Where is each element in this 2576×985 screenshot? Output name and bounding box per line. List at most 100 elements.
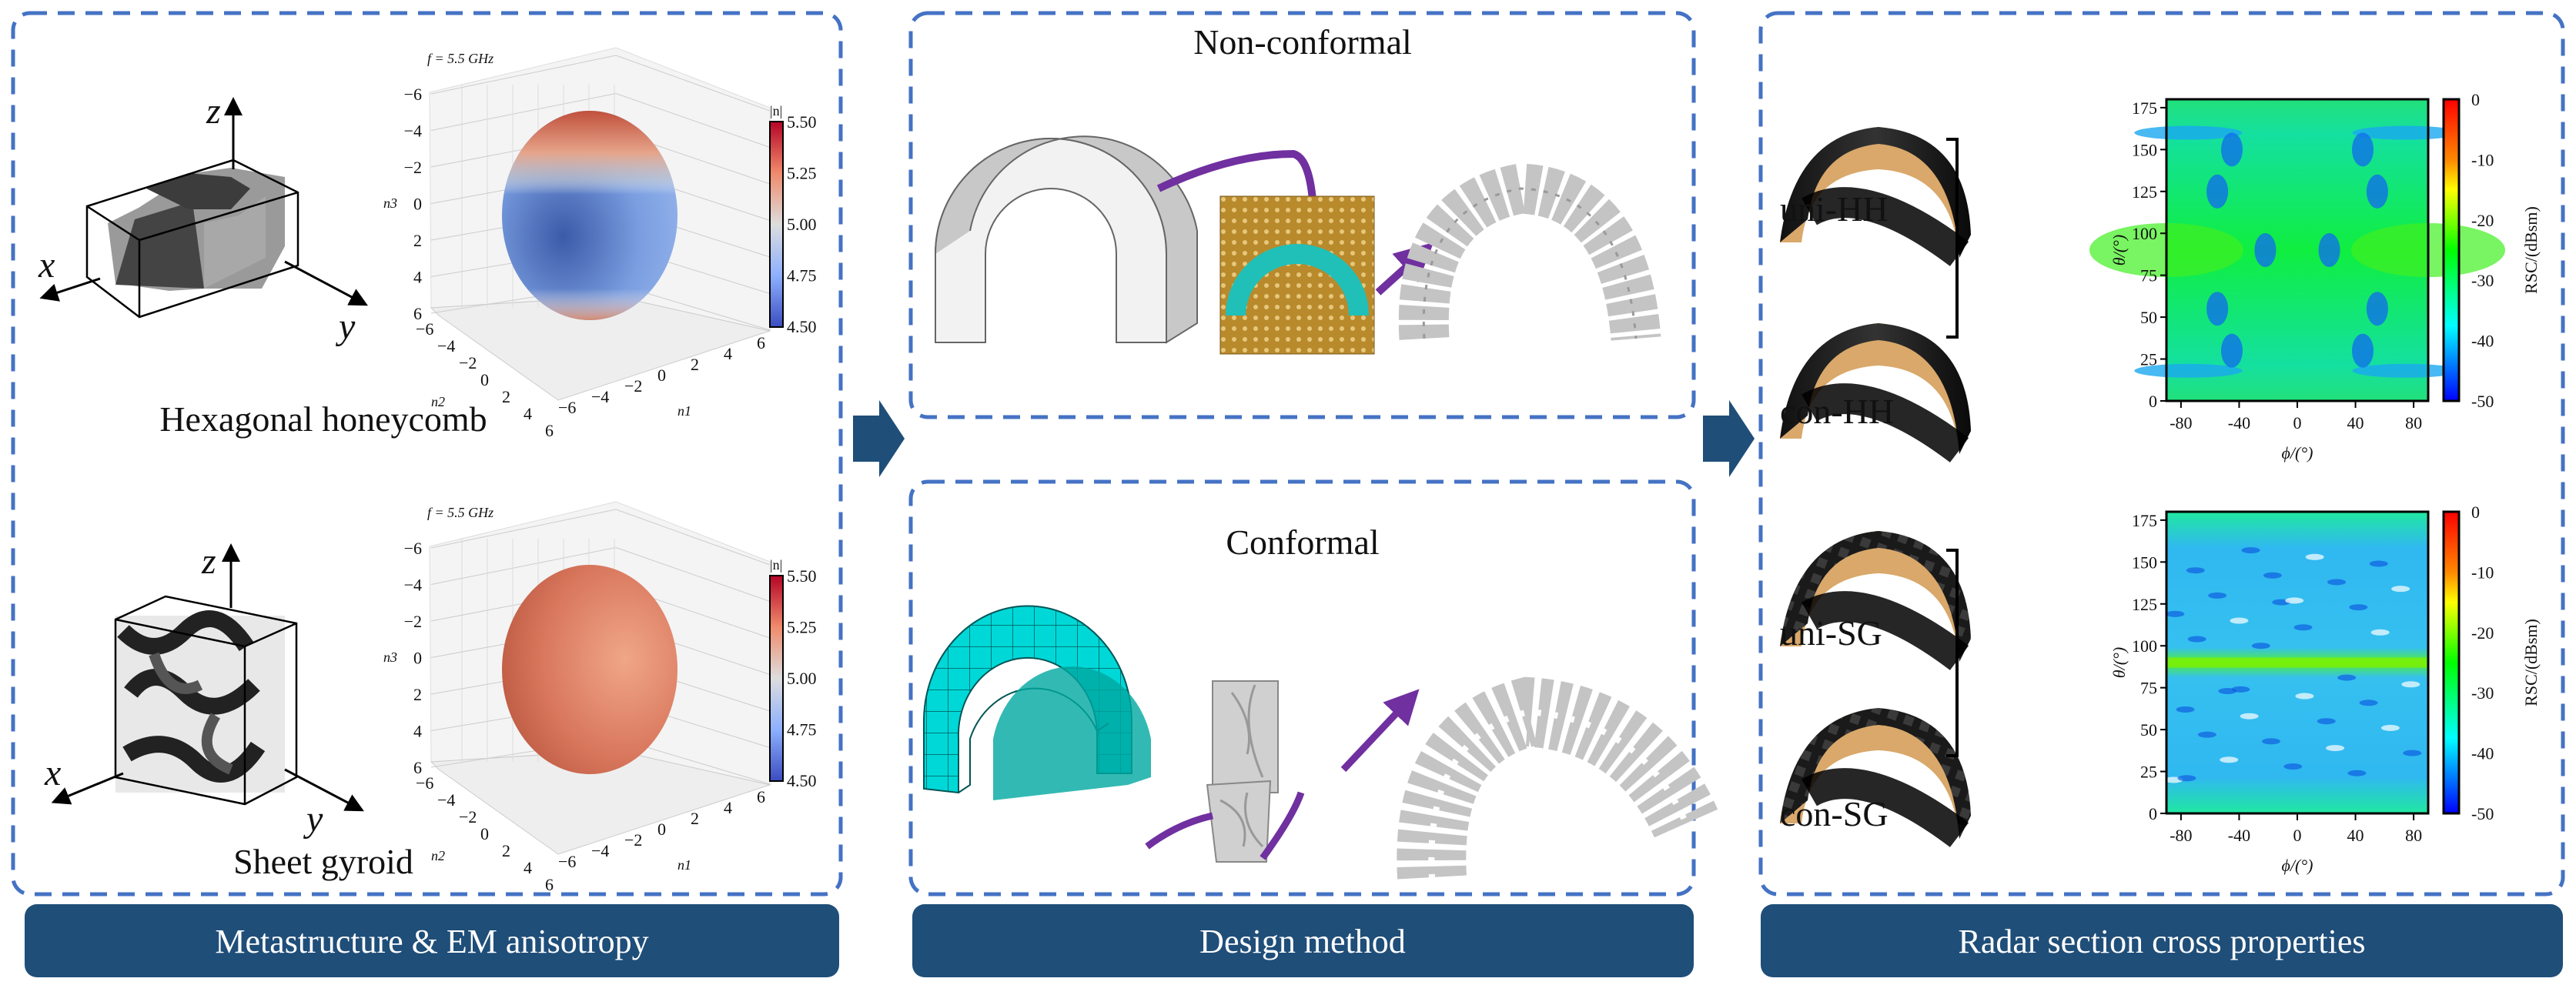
z-tick-label: 2 [413, 685, 422, 704]
colorbar-tick-label: 0 [2471, 503, 2480, 522]
z-axis-label: n3 [383, 649, 397, 665]
axis-z-label: z [206, 91, 221, 132]
colorbar [769, 575, 784, 782]
bracket-sg [1946, 549, 1959, 757]
heatmap-low-spot [2369, 560, 2388, 567]
x-axis-label: ϕ/(°) [2282, 443, 2313, 462]
x-axis-label: n1 [677, 403, 691, 419]
y-tick-label: 6 [545, 421, 554, 440]
heatmap-low-spot [2352, 132, 2374, 167]
axis-z-label: z [201, 541, 216, 582]
panel-right-frame [1758, 11, 2565, 897]
y-tick-label: 100 [2132, 636, 2157, 656]
x-axis-label: ϕ/(°) [2282, 856, 2313, 875]
heatmap-low-spot [2186, 567, 2205, 574]
colorbar-tick-label: 4.75 [787, 266, 817, 285]
colorbar-tick-label: 5.00 [787, 669, 817, 688]
heatmap-low-spot [2197, 731, 2216, 738]
label-bar-right: Radar section cross properties [1761, 904, 2563, 977]
colorbar-tick-label: 5.50 [787, 566, 817, 586]
colorbar-tick-label: 5.25 [787, 164, 817, 183]
colorbar-tick-label: -30 [2471, 271, 2494, 290]
y-tick-label: −4 [437, 336, 455, 356]
heatmap-low-spot [2230, 617, 2249, 624]
y-tick-label: 175 [2132, 511, 2157, 530]
heatmap-low-spot [2401, 681, 2420, 688]
hex-title: Hexagonal honeycomb [159, 399, 487, 439]
y-axis-label: n2 [431, 394, 445, 409]
process-arrow-icon [1260, 791, 1305, 860]
heatmap-low-band [2134, 125, 2243, 140]
heatmap-low-spot [2263, 572, 2282, 579]
y-axis-label: θ/(°) [2109, 647, 2129, 678]
colorbar-tick-label: 5.50 [787, 112, 817, 132]
colorbar-label: RSC/(dBsm) [2521, 619, 2541, 706]
heatmap-low-spot [2391, 586, 2410, 593]
heatmap-low-spot [2295, 693, 2314, 700]
x-tick-label: 80 [2405, 413, 2422, 432]
x-tick-label: -80 [2170, 413, 2192, 432]
z-tick-label: −6 [404, 85, 422, 104]
heatmap-low-spot [2221, 132, 2243, 167]
shell-side [1802, 187, 1969, 266]
y-tick-label: 4 [524, 404, 532, 423]
z-tick-label: 6 [413, 304, 422, 323]
heatmap-low-spot [2380, 724, 2400, 731]
axis-x-label: x [44, 753, 61, 793]
y-tick-label: 125 [2132, 182, 2157, 202]
heatmap-low-spot [2283, 763, 2303, 770]
non-conformal-title: Non-conformal [1193, 22, 1412, 62]
heatmap-specular-band [2166, 657, 2428, 668]
x-tick-label: 6 [757, 333, 765, 352]
sample-label-uni-sg: uni-SG [1780, 613, 1882, 653]
x-tick-label: −2 [624, 376, 642, 396]
y-tick-label: 175 [2132, 98, 2157, 118]
x-axis-label: n1 [677, 857, 691, 873]
heatmap-low-spot [2187, 636, 2206, 643]
shell-renders [1780, 127, 1971, 847]
gyroid-title: Sheet gyroid [233, 842, 413, 881]
heatmap-low-spot [2176, 706, 2195, 713]
heatmap-low-spot [2206, 174, 2229, 209]
z-tick-label: 2 [413, 231, 422, 250]
x-tick-label: -40 [2228, 413, 2250, 432]
shell-side [1802, 768, 1969, 847]
sample-label-con-sg: con-SG [1780, 794, 1889, 833]
gyroid-unit-cell-illustration: z x y [44, 541, 364, 840]
index-sphere-cap [502, 111, 677, 320]
y-tick-label: 75 [2140, 266, 2157, 285]
heatmap-low-spot [2318, 233, 2340, 267]
heatmap-low-spot [2254, 233, 2277, 267]
heatmap-low-spot [2208, 592, 2227, 599]
heatmap-low-spot [2403, 750, 2422, 756]
panel-left-frame [11, 11, 843, 897]
x-tick-label: 40 [2347, 826, 2364, 845]
conformal-gyroid-arch-illustration [1397, 676, 1718, 880]
x-tick-label: 0 [2293, 826, 2302, 845]
colorbar-tick-label: 5.25 [787, 618, 817, 637]
hex-unit-cell-illustration: z x y [38, 91, 368, 347]
colorbar-tick-label: -10 [2471, 563, 2494, 582]
process-arrow-icon [1340, 689, 1420, 773]
heatmap-low-spot [2327, 579, 2346, 586]
process-arrow-icon [1145, 812, 1213, 850]
colorbar-tick-label: -40 [2471, 744, 2494, 763]
x-tick-label: 6 [757, 787, 765, 806]
y-tick-label: −4 [437, 790, 455, 810]
y-tick-label: 0 [480, 370, 489, 389]
shell-side [1802, 591, 1969, 670]
colorbar-label: |n| [770, 557, 782, 573]
heatmap-low-spot [2347, 770, 2367, 776]
x-tick-label: 4 [724, 344, 732, 363]
y-tick-label: 0 [2149, 804, 2157, 823]
y-tick-label: −2 [459, 353, 477, 372]
z-tick-label: 0 [413, 195, 422, 214]
colorbar [2442, 510, 2461, 815]
flow-arrow-icon [1703, 400, 1755, 477]
y-tick-label: 6 [545, 875, 554, 894]
label-left-text: Metastructure & EM anisotropy [215, 923, 648, 960]
panel-middle-top-frame [908, 11, 1696, 419]
